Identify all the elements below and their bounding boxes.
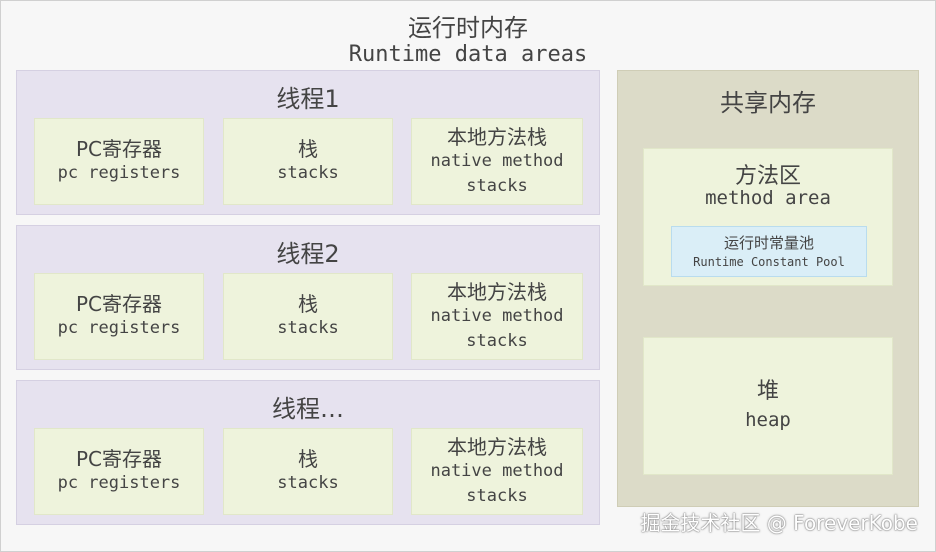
heap-box: 堆 heap	[643, 337, 893, 475]
stacks-box: 栈 stacks	[223, 273, 393, 360]
runtime-constant-pool-label-en: Runtime Constant Pool	[693, 254, 845, 269]
stacks-label-cn: 栈	[298, 137, 318, 161]
stacks-label-en: stacks	[277, 318, 339, 338]
pc-registers-label-cn: PC寄存器	[75, 447, 163, 471]
stacks-label-cn: 栈	[298, 447, 318, 471]
thread-block-2: 线程2 PC寄存器 pc registers 栈 stacks 本地方法栈 na…	[16, 225, 600, 370]
runtime-constant-pool-box: 运行时常量池 Runtime Constant Pool	[671, 226, 867, 277]
native-method-stacks-label-cn: 本地方法栈	[447, 279, 547, 304]
native-method-stacks-label-cn: 本地方法栈	[447, 434, 547, 459]
native-method-stacks-label-cn: 本地方法栈	[447, 124, 547, 149]
pc-registers-label-cn: PC寄存器	[75, 137, 163, 161]
runtime-title-en: Runtime data areas	[348, 42, 588, 67]
shared-memory-title: 共享内存	[720, 89, 816, 117]
pc-registers-label-cn: PC寄存器	[75, 292, 163, 316]
native-method-stacks-label-en: native method	[430, 150, 564, 171]
thread-block-more: 线程… PC寄存器 pc registers 栈 stacks 本地方法栈 na…	[16, 380, 600, 525]
native-method-stacks-label-en: native method	[430, 460, 564, 481]
runtime-title-cn: 运行时内存	[408, 14, 528, 42]
heap-label-en: heap	[745, 409, 791, 431]
stacks-box: 栈 stacks	[223, 118, 393, 205]
pc-registers-label-en: pc registers	[57, 473, 181, 493]
shared-memory-block: 共享内存 方法区 method area 运行时常量池 Runtime Cons…	[617, 70, 919, 507]
pc-registers-label-en: pc registers	[57, 318, 181, 338]
thread-title: 线程1	[276, 85, 340, 113]
pc-registers-box: PC寄存器 pc registers	[34, 118, 204, 205]
heap-label-cn: 堆	[756, 379, 779, 404]
stacks-box: 栈 stacks	[223, 428, 393, 515]
runtime-constant-pool-label-cn: 运行时常量池	[723, 233, 814, 252]
stacks-label-en: stacks	[277, 473, 339, 493]
stacks-label-en: stacks	[277, 163, 339, 183]
stacks-label-cn: 栈	[298, 292, 318, 316]
native-method-stacks-label-en-2: stacks	[466, 175, 528, 196]
native-method-stacks-label-en-2: stacks	[466, 485, 528, 506]
pc-registers-label-en: pc registers	[57, 163, 181, 183]
native-method-stacks-box: 本地方法栈 native method stacks	[411, 118, 583, 205]
native-method-stacks-box: 本地方法栈 native method stacks	[411, 273, 583, 360]
thread-title: 线程…	[272, 395, 344, 423]
native-method-stacks-box: 本地方法栈 native method stacks	[411, 428, 583, 515]
pc-registers-box: PC寄存器 pc registers	[34, 273, 204, 360]
pc-registers-box: PC寄存器 pc registers	[34, 428, 204, 515]
method-area-box: 方法区 method area 运行时常量池 Runtime Constant …	[643, 148, 893, 286]
method-area-label-en: method area	[705, 187, 831, 209]
native-method-stacks-label-en-2: stacks	[466, 330, 528, 351]
watermark: 掘金技术社区 @ ForeverKobe	[640, 511, 918, 535]
thread-title: 线程2	[276, 240, 340, 268]
method-area-label-cn: 方法区	[734, 164, 801, 189]
native-method-stacks-label-en: native method	[430, 305, 564, 326]
thread-block-1: 线程1 PC寄存器 pc registers 栈 stacks 本地方法栈 na…	[16, 70, 600, 215]
